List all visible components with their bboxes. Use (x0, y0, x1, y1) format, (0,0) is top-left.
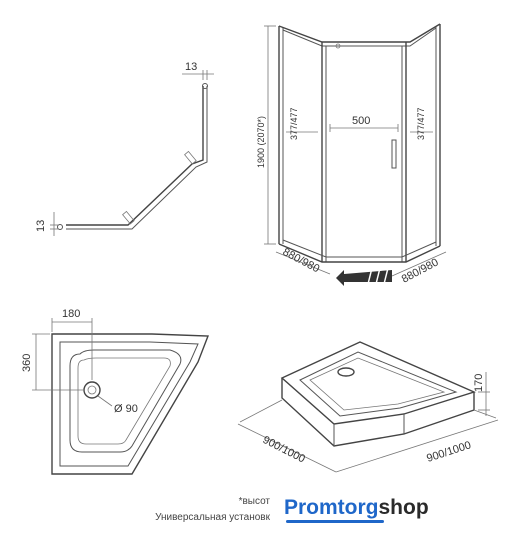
dim-tick (239, 399, 283, 423)
dim-height-label: 1900 (2070*) (256, 116, 266, 168)
drain-label: Ø 90 (114, 403, 138, 415)
tray-basin-inner (77, 357, 171, 445)
footnote-height: *высот (238, 496, 270, 507)
dim-line (391, 251, 447, 277)
arrow-stripe (375, 267, 381, 285)
dim-line (237, 423, 337, 473)
dim-180-label: 180 (62, 308, 80, 320)
bottom-frame-inner (282, 239, 437, 258)
dim-label: 13 (35, 220, 47, 232)
dim-360-label: 360 (21, 354, 33, 372)
dim-500-label: 500 (352, 115, 370, 127)
top-frame-inner (282, 27, 437, 47)
arrow-stripe (367, 267, 373, 285)
iso-basin-inner (309, 357, 446, 411)
dim-side-left: 377/477 (289, 107, 299, 140)
tray-top-view: Ø 90 180 360 (21, 308, 210, 475)
iso-top-rim (280, 341, 476, 425)
profile-end-left (57, 224, 63, 230)
profile-inner (66, 86, 208, 230)
dim-base-right-label: 900/1000 (425, 439, 472, 465)
logo-part-1: Promtorg (284, 496, 379, 519)
dim-170-label: 170 (473, 374, 485, 392)
iso-basin (299, 351, 458, 417)
dim-base-left-label: 900/1000 (261, 434, 307, 466)
dim-label: 13 (185, 61, 197, 73)
profile-clip-1 (184, 150, 197, 165)
tray-isometric: 170 900/1000 900/1000 (237, 341, 499, 473)
iso-side (281, 378, 475, 447)
dim-line (335, 419, 499, 473)
dim-line (275, 251, 331, 275)
logo-underline (286, 520, 384, 523)
dim-base-left: 880/980 (281, 246, 322, 275)
profile-outline (66, 86, 204, 226)
profile-clip-2 (122, 210, 135, 225)
footnote-install: Универсальная установк (155, 512, 270, 523)
drain-leader (97, 395, 113, 407)
enclosure-section: 500 377/477 377/477 1900 (2070*) 880/980… (256, 23, 447, 286)
dim-tick (473, 409, 497, 419)
hinge-top (335, 43, 341, 49)
drain-icon (83, 381, 101, 399)
profile-section: 13 13 (35, 61, 214, 236)
drain-inner (87, 385, 97, 395)
logo-part-2: shop (378, 496, 429, 519)
iso-drain-icon (337, 367, 355, 377)
top-frame (278, 23, 441, 43)
door-handle (391, 139, 397, 169)
arrow-stripe (383, 267, 389, 285)
profile-end-top (202, 83, 208, 89)
tray-outer (51, 333, 210, 475)
dim-side-right: 377/477 (416, 107, 426, 140)
tray-rim (59, 341, 199, 467)
tray-basin (69, 349, 182, 453)
promtorgshop-logo[interactable]: Promtorgshop (284, 496, 429, 520)
bottom-frame (278, 243, 441, 263)
